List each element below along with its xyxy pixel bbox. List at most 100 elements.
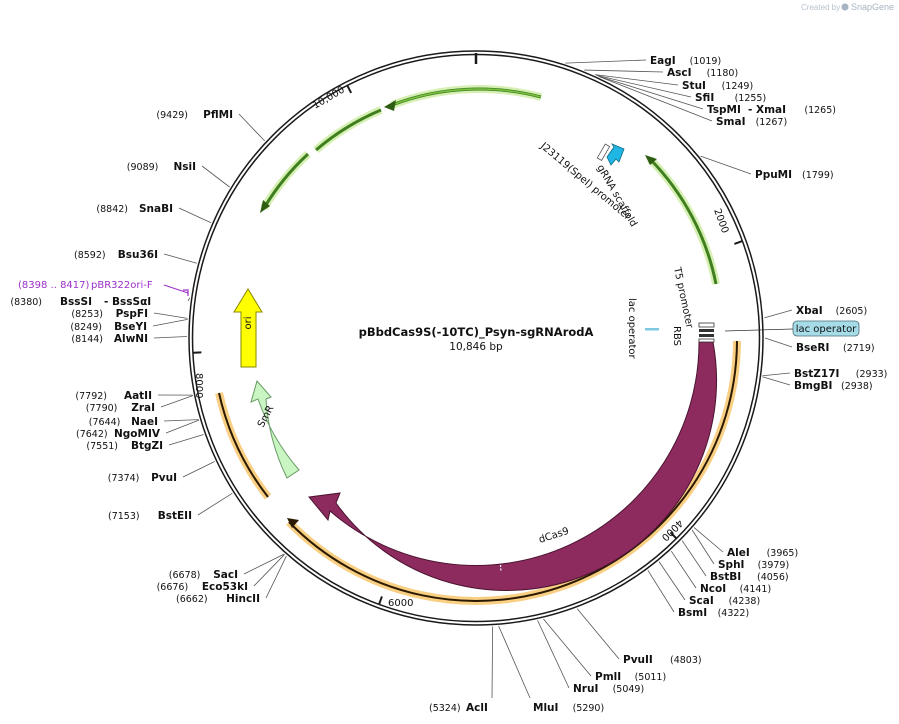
label-dcas9: dCas9 [538,526,571,546]
primer-arrow-icon [183,289,189,296]
site-position: (7790) [86,403,118,414]
site-acli: (5324)AclI [429,702,488,714]
site-position: (2933) [856,369,888,380]
site-bsu36i: Bsu36I(8592) [74,249,158,261]
plasmid-size: 10,846 bp [449,341,503,353]
site-name: AleI [727,547,750,559]
site-position: (8592) [74,250,106,261]
site-position: (4238) [729,596,761,607]
lac-operator-box [792,320,860,337]
site-nrui: NruI(5049) [573,683,644,695]
feature-j23119-promoter [596,143,611,161]
site-name-extra: - XmaI [748,104,786,116]
site-name: NruI [573,683,598,695]
site-leader [764,337,793,348]
site-position: (4141) [740,584,772,595]
site-name: SacI [213,569,238,581]
site-position: (6676) [157,582,189,593]
site-name: SfiI [695,92,714,104]
site-leader [491,626,494,699]
primer-leader [163,284,189,294]
feature-orange-left-arc [218,392,269,498]
site-leader [182,461,215,478]
site-position: (5324) [429,703,461,714]
site-mlui: MluI(5290) [533,702,604,714]
site-position: (1267) [756,117,788,128]
site-xbai: XbaI(2605) [796,305,867,317]
site-position: (2938) [841,381,873,392]
tick-mark [734,240,743,245]
site-leader [253,554,285,587]
site-position: (1019) [690,56,722,67]
site-name: BmgBI [794,380,832,392]
site-name: TspMI [707,104,741,116]
site-pvui: PvuI(7374) [108,472,177,484]
feature-ul-arrow [315,108,382,152]
site-position: (1255) [735,93,767,104]
site-name: PspFI [116,308,148,320]
site-name: NsiI [173,161,196,173]
site-leader [160,395,193,408]
site-leader [596,74,692,98]
site-name: SnaBI [139,203,173,215]
site-zrai: ZraI (7790) [86,402,155,414]
features [163,85,741,605]
site-name: BtgZI [131,440,163,452]
site-name: PpuMI [755,169,792,181]
site-leader [584,69,664,73]
site-leader [700,155,752,175]
site-ppumi: PpuMI (1799) [755,169,834,181]
site-name: BssSI [60,296,92,308]
site-leader [197,492,233,516]
site-position: (5290) [573,703,605,714]
site-position: (1799) [802,170,834,181]
site-name: PvuI [151,472,177,484]
site-position: (1249) [722,81,754,92]
site-bsteii: BstEII(7153) [108,510,192,522]
site-leader [153,312,188,319]
site-position: (4322) [718,608,750,619]
feature-dcas9-arrow [308,341,718,591]
tick-label: 6000 [388,598,413,609]
site-alwni: AlwNI(8144) [71,333,148,345]
site-leader [265,555,287,599]
site-leader [153,336,188,339]
site-asci: AscI (1180) [667,67,738,79]
site-leader [187,297,191,302]
feature-right-arrow [648,157,718,285]
site-leader [243,553,285,575]
label-rbs: RBS [671,326,682,346]
site-bseyi: BseYI(8249) [70,321,147,333]
backbone-outer-strand [188,50,764,626]
site-name: SphI [718,559,744,571]
site-leader [576,608,620,660]
tick-label: 2000 [711,207,730,235]
site-name: ZraI [131,402,155,414]
feature-lac-operator-mark [645,328,659,331]
site-stui: StuI (1249) [682,80,753,92]
site-pvuii: PvuII(4803) [623,654,702,666]
site-name: BseRI [796,342,829,354]
site-name: ScaI [689,595,714,607]
site-leader [178,207,212,224]
site-name: SmaI [716,116,746,128]
label-t5-promoter: T5 promoter [671,265,695,330]
site-name: AscI [667,67,692,79]
site-hincii: HincII(6662) [176,593,260,605]
credit-brand: SnapGene [851,2,894,12]
site-leader [537,620,570,689]
site-position: (1180) [707,68,739,79]
site-position: (8842) [96,204,128,215]
site-position: (6678) [169,570,201,581]
site-name: NgoMIV [114,428,161,440]
site-position: (7642) [76,429,108,440]
site-leader-lines [152,59,793,699]
site-name: StuI [682,80,706,92]
tick-mark [346,85,353,94]
site-name-extra: - BssSαI [104,296,151,308]
site-position: (1265) [804,105,836,116]
site-position: (7551) [86,441,118,452]
site-aatii: AatII(7792) [75,390,152,402]
site-position: (2605) [836,306,868,317]
site-name: PmlI [595,671,621,683]
